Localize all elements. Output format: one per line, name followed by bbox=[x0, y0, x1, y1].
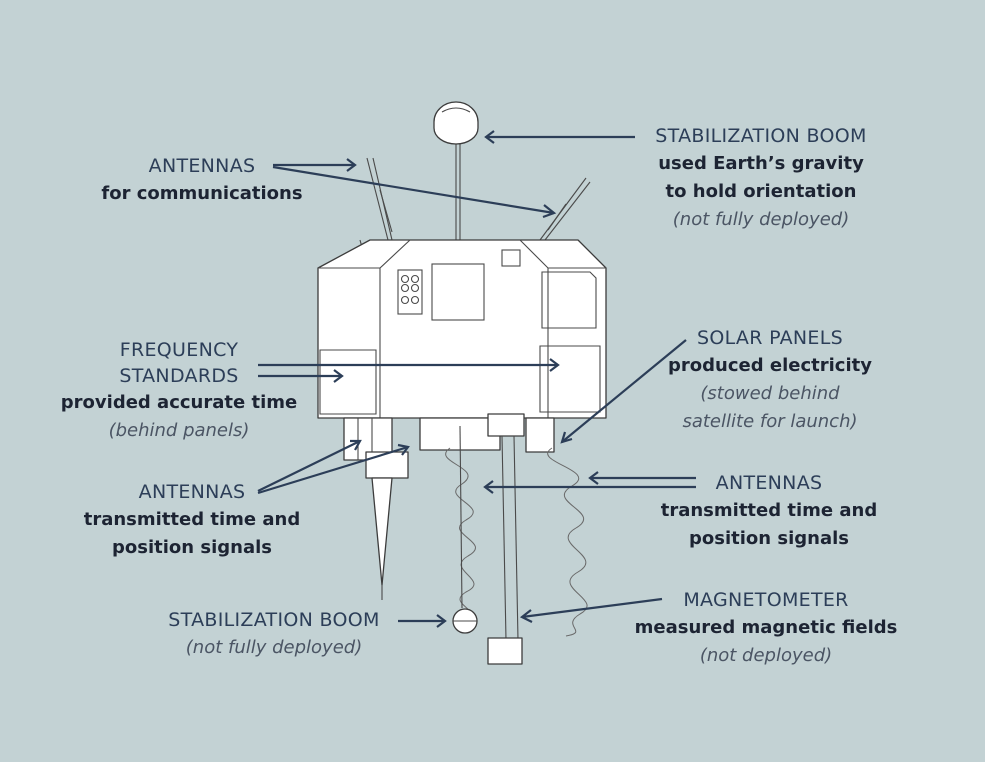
callout-arrows bbox=[257, 130, 696, 628]
satellite-body bbox=[317, 239, 607, 419]
right-antennas-desc-line-1: transmitted time and bbox=[660, 500, 878, 521]
top-antennas-desc: for communications bbox=[101, 183, 303, 204]
solar-panels-desc: produced electricity bbox=[668, 355, 872, 376]
left-antennas-desc-line-1: transmitted time and bbox=[83, 509, 301, 530]
label-solar-panels: SOLAR PANELS produced electricity (stowe… bbox=[648, 324, 892, 436]
label-left-antennas: ANTENNAS transmitted time and position s… bbox=[72, 478, 312, 562]
magnetometer-desc: measured magnetic fields bbox=[634, 617, 898, 638]
right-helix-antenna bbox=[547, 447, 588, 637]
left-antennas-desc-line-2: position signals bbox=[112, 537, 272, 558]
top-boom-note: (not fully deployed) bbox=[672, 209, 850, 230]
label-bottom-stabilization-boom: STABILIZATION BOOM (not fully deployed) bbox=[144, 606, 404, 662]
top-antennas-title: ANTENNAS bbox=[148, 155, 256, 177]
solar-panels-note-line-2: satellite for launch) bbox=[682, 411, 858, 432]
label-frequency-standards: FREQUENCY STANDARDS provided accurate ti… bbox=[44, 337, 314, 445]
magnetometer-note: (not deployed) bbox=[699, 645, 833, 666]
freq-standards-title-line-1: FREQUENCY bbox=[119, 339, 239, 361]
freq-standards-note: (behind panels) bbox=[108, 420, 250, 441]
label-right-antennas: ANTENNAS transmitted time and position s… bbox=[646, 469, 892, 553]
left-antennas-title: ANTENNAS bbox=[138, 481, 246, 503]
magnetometer-head bbox=[487, 637, 523, 665]
label-top-stabilization-boom: STABILIZATION BOOM used Earth’s gravity … bbox=[616, 122, 906, 234]
label-magnetometer: MAGNETOMETER measured magnetic fields (n… bbox=[630, 586, 902, 670]
bottom-boom-title: STABILIZATION BOOM bbox=[168, 609, 380, 631]
solar-panels-title: SOLAR PANELS bbox=[697, 327, 843, 349]
left-helix-antenna bbox=[445, 447, 476, 621]
top-boom-desc-line-2: to hold orientation bbox=[665, 181, 857, 202]
freq-standards-desc: provided accurate time bbox=[60, 392, 298, 413]
top-boom-sphere bbox=[433, 101, 479, 145]
top-boom-title: STABILIZATION BOOM bbox=[655, 125, 867, 147]
label-top-antennas: ANTENNAS for communications bbox=[82, 152, 322, 208]
solar-panels-note-line-1: (stowed behind bbox=[700, 383, 840, 404]
top-boom-desc-line-1: used Earth’s gravity bbox=[658, 153, 864, 174]
right-antennas-desc-line-2: position signals bbox=[689, 528, 849, 549]
right-antennas-title: ANTENNAS bbox=[715, 472, 823, 494]
freq-standards-title-line-2: STANDARDS bbox=[119, 365, 239, 387]
magnetometer-title: MAGNETOMETER bbox=[683, 589, 849, 611]
bottom-boom-note: (not fully deployed) bbox=[185, 637, 363, 658]
